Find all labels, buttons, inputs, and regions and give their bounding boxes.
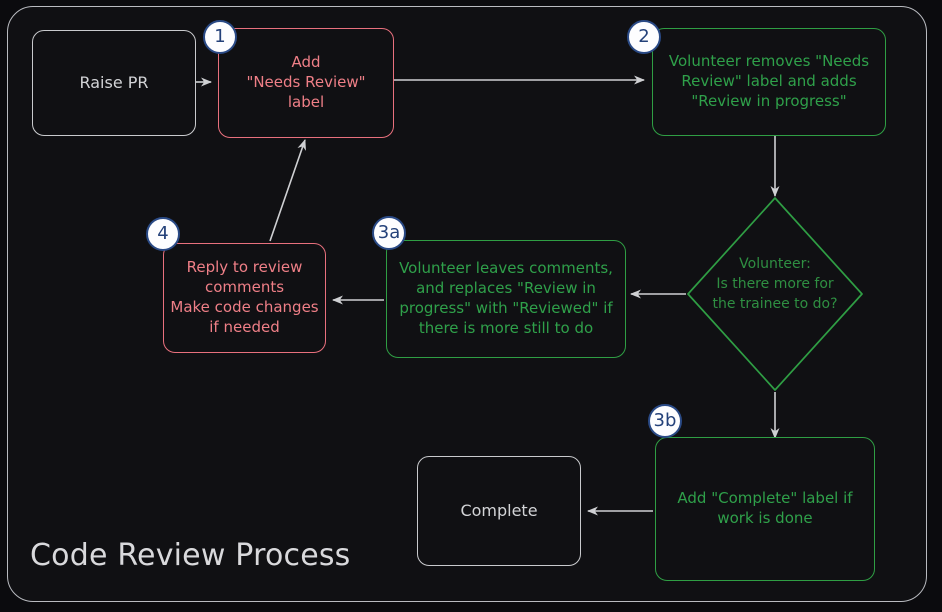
step-badge-3a[interactable]: 3a [372, 216, 406, 250]
node-volunteer-comments-label: Volunteer leaves comments, and replaces … [399, 259, 613, 337]
step-badge-4[interactable]: 4 [146, 217, 180, 251]
node-raise-pr[interactable]: Raise PR [32, 30, 196, 136]
step-badge-1[interactable]: 1 [203, 20, 237, 54]
step-badge-3b-text: 3b [653, 410, 677, 431]
node-complete[interactable]: Complete [417, 456, 581, 566]
node-reply-to-comments-label: Reply to review comments Make code chang… [170, 258, 319, 336]
node-add-needs-review[interactable]: Add "Needs Review" label [218, 28, 394, 138]
step-badge-3b[interactable]: 3b [648, 404, 682, 438]
node-add-needs-review-label: Add "Needs Review" label [246, 53, 366, 111]
step-badge-3a-text: 3a [377, 222, 401, 243]
node-volunteer-relabel[interactable]: Volunteer removes "Needs Review" label a… [652, 28, 886, 136]
step-badge-2[interactable]: 2 [627, 20, 661, 54]
node-decision-more-work-label: Volunteer: Is there more for the trainee… [712, 256, 838, 312]
node-complete-label: Complete [460, 501, 538, 521]
node-reply-to-comments[interactable]: Reply to review comments Make code chang… [163, 243, 326, 353]
node-add-complete-label-label: Add "Complete" label if work is done [677, 489, 853, 527]
step-badge-4-text: 4 [157, 223, 169, 244]
node-volunteer-comments[interactable]: Volunteer leaves comments, and replaces … [386, 240, 626, 358]
node-raise-pr-label: Raise PR [79, 73, 149, 93]
step-badge-1-text: 1 [214, 26, 226, 47]
node-add-complete-label[interactable]: Add "Complete" label if work is done [655, 437, 875, 581]
step-badge-2-text: 2 [638, 26, 650, 47]
diagram-title: Code Review Process [30, 538, 351, 573]
node-volunteer-relabel-label: Volunteer removes "Needs Review" label a… [668, 52, 870, 110]
